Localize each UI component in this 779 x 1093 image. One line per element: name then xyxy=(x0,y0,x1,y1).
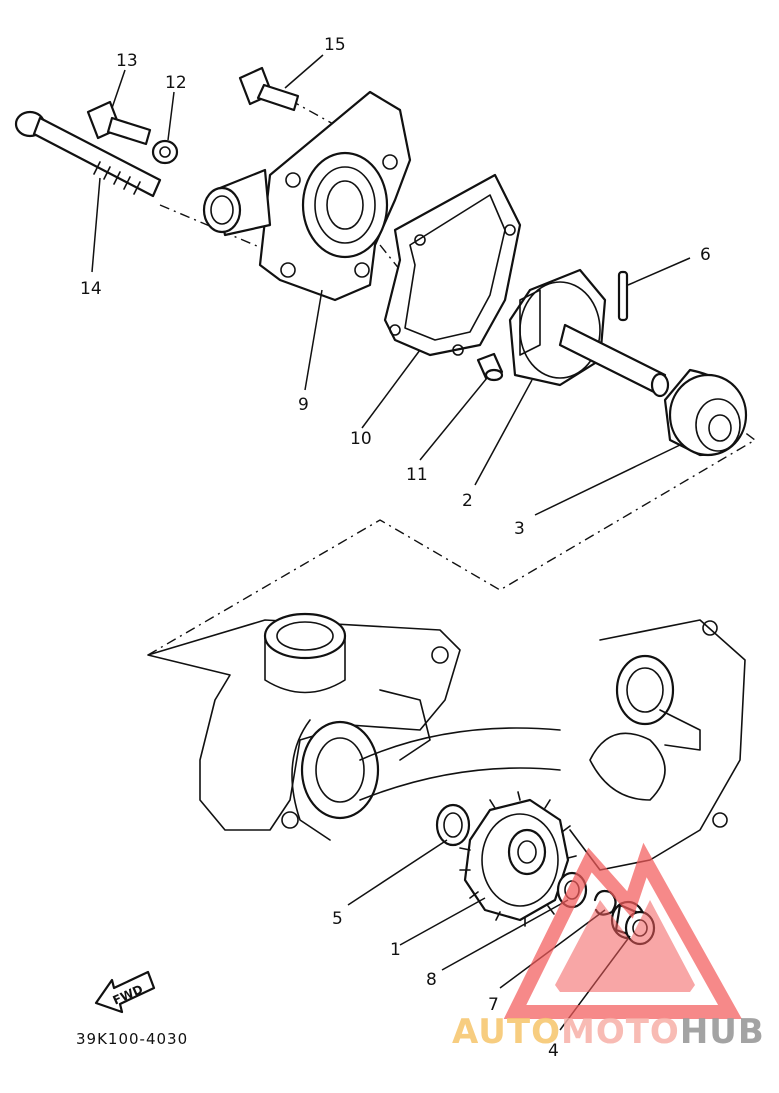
part-code: 39K100-4030 xyxy=(76,1030,188,1048)
crankcase-housing xyxy=(147,612,746,871)
pump-cover xyxy=(202,90,412,302)
callout-10: 10 xyxy=(350,429,372,449)
callout-13: 13 xyxy=(116,51,138,71)
bearing xyxy=(663,368,748,457)
watermark-text-auto: AUTO xyxy=(452,1012,561,1052)
watermark-text-moto: MOTO xyxy=(561,1012,680,1052)
watermark-text: AUTOMOTOHUB xyxy=(452,1012,765,1052)
dowel-pin xyxy=(476,352,504,382)
washer-12 xyxy=(151,139,179,165)
bolt-14 xyxy=(14,110,162,198)
callout-11: 11 xyxy=(406,465,428,485)
bolt-13 xyxy=(86,100,152,146)
callout-5: 5 xyxy=(332,909,343,929)
bolt-15 xyxy=(238,66,300,112)
pin xyxy=(617,270,629,322)
oil-seal xyxy=(435,803,471,847)
callout-3: 3 xyxy=(514,519,525,539)
watermark-logo xyxy=(503,842,742,1019)
callout-6: 6 xyxy=(700,245,711,265)
callout-9: 9 xyxy=(298,395,309,415)
callout-2: 2 xyxy=(462,491,473,511)
callout-8: 8 xyxy=(426,970,437,990)
watermark-text-hub: HUB xyxy=(680,1012,765,1052)
gasket xyxy=(383,173,522,357)
callout-1: 1 xyxy=(390,940,401,960)
callout-numbers: 13 12 15 14 9 10 11 2 3 6 5 1 8 7 4 xyxy=(80,35,711,1061)
impeller-shaft xyxy=(508,268,670,398)
drive-gear xyxy=(459,791,577,927)
leader-lines xyxy=(91,54,691,1031)
callout-4: 4 xyxy=(548,1041,559,1061)
callout-7: 7 xyxy=(488,995,499,1015)
callout-12: 12 xyxy=(165,73,187,93)
callout-15: 15 xyxy=(324,35,346,55)
fwd-arrow: FWD xyxy=(94,970,156,1014)
callout-14: 14 xyxy=(80,279,102,299)
